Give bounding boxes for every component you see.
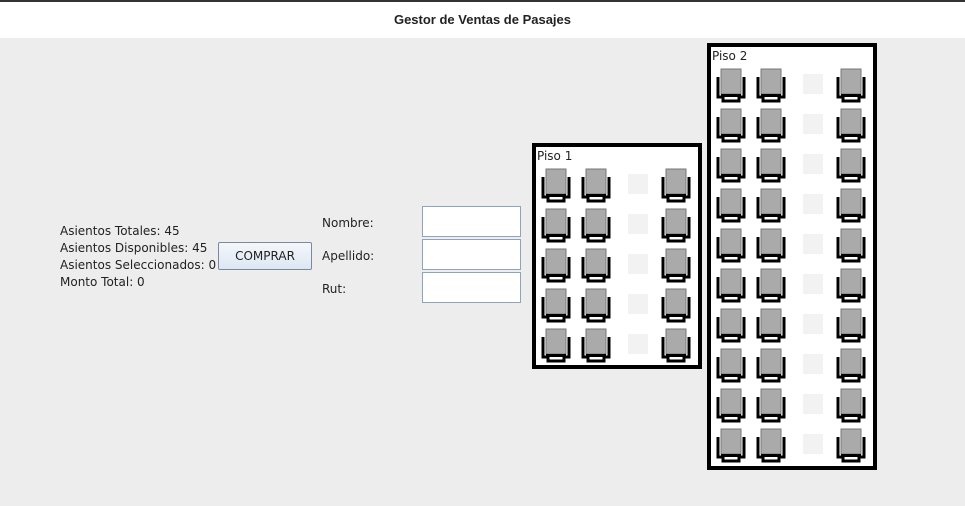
window-title: Gestor de Ventas de Pasajes: [393, 12, 572, 27]
seat-icon[interactable]: [581, 248, 611, 284]
main-panel: Asientos Totales: 45 Asientos Disponible…: [0, 38, 965, 506]
seat-icon[interactable]: [581, 328, 611, 364]
seat-icon[interactable]: [756, 308, 786, 344]
rut-field[interactable]: [422, 272, 521, 303]
available-seats-label: Asientos Disponibles: 45: [60, 241, 208, 255]
aisle-space: [803, 74, 823, 94]
seat-icon[interactable]: [661, 288, 691, 324]
aisle-space: [628, 254, 648, 274]
seat-icon[interactable]: [716, 228, 746, 264]
seat-icon[interactable]: [716, 188, 746, 224]
seat-icon[interactable]: [541, 208, 571, 244]
seat-icon[interactable]: [581, 288, 611, 324]
selected-seats-label: Asientos Seleccionados: 0: [60, 258, 217, 272]
seat-icon[interactable]: [581, 208, 611, 244]
seat-icon[interactable]: [836, 188, 866, 224]
aisle-space: [803, 154, 823, 174]
seat-icon[interactable]: [756, 68, 786, 104]
apellido-label: Apellido:: [322, 249, 375, 263]
seat-icon[interactable]: [661, 328, 691, 364]
seat-icon[interactable]: [836, 148, 866, 184]
seat-icon[interactable]: [716, 268, 746, 304]
aisle-space: [803, 354, 823, 374]
seat-icon[interactable]: [716, 148, 746, 184]
seat-icon[interactable]: [716, 108, 746, 144]
seat-icon[interactable]: [716, 308, 746, 344]
aisle-space: [803, 194, 823, 214]
seat-icon[interactable]: [756, 188, 786, 224]
nombre-field[interactable]: [422, 206, 521, 237]
floor-1-panel: Piso 1: [532, 143, 702, 369]
seat-icon[interactable]: [756, 228, 786, 264]
seat-icon[interactable]: [756, 348, 786, 384]
seat-icon[interactable]: [541, 328, 571, 364]
seat-icon[interactable]: [836, 428, 866, 464]
seat-icon[interactable]: [836, 68, 866, 104]
comprar-button[interactable]: COMPRAR: [218, 242, 312, 270]
seat-icon[interactable]: [756, 428, 786, 464]
seat-icon[interactable]: [716, 348, 746, 384]
seat-icon[interactable]: [836, 228, 866, 264]
floor-2-label: Piso 2: [712, 49, 748, 63]
seat-icon[interactable]: [756, 388, 786, 424]
aisle-space: [803, 394, 823, 414]
aisle-space: [803, 234, 823, 254]
seat-icon[interactable]: [581, 168, 611, 204]
seat-icon[interactable]: [756, 148, 786, 184]
aisle-space: [628, 214, 648, 234]
seat-icon[interactable]: [836, 108, 866, 144]
aisle-space: [803, 114, 823, 134]
seat-icon[interactable]: [716, 428, 746, 464]
seat-icon[interactable]: [661, 248, 691, 284]
rut-label: Rut:: [322, 282, 347, 296]
seat-icon[interactable]: [756, 268, 786, 304]
seat-icon[interactable]: [756, 108, 786, 144]
apellido-field[interactable]: [422, 239, 521, 270]
nombre-label: Nombre:: [322, 216, 374, 230]
total-amount-label: Monto Total: 0: [60, 275, 145, 289]
aisle-space: [803, 314, 823, 334]
seat-icon[interactable]: [661, 208, 691, 244]
total-seats-label: Asientos Totales: 45: [60, 224, 180, 238]
aisle-space: [803, 274, 823, 294]
aisle-space: [628, 174, 648, 194]
aisle-space: [628, 294, 648, 314]
seat-icon[interactable]: [836, 308, 866, 344]
aisle-space: [628, 334, 648, 354]
floor-2-panel: Piso 2: [707, 43, 877, 470]
seat-icon[interactable]: [541, 168, 571, 204]
seat-icon[interactable]: [716, 68, 746, 104]
floor-1-label: Piso 1: [537, 149, 573, 163]
title-bar: Gestor de Ventas de Pasajes: [0, 0, 965, 38]
seat-icon[interactable]: [541, 288, 571, 324]
seat-icon[interactable]: [836, 268, 866, 304]
seat-icon[interactable]: [541, 248, 571, 284]
seat-icon[interactable]: [836, 388, 866, 424]
seat-icon[interactable]: [661, 168, 691, 204]
aisle-space: [803, 434, 823, 454]
seat-icon[interactable]: [836, 348, 866, 384]
seat-icon[interactable]: [716, 388, 746, 424]
